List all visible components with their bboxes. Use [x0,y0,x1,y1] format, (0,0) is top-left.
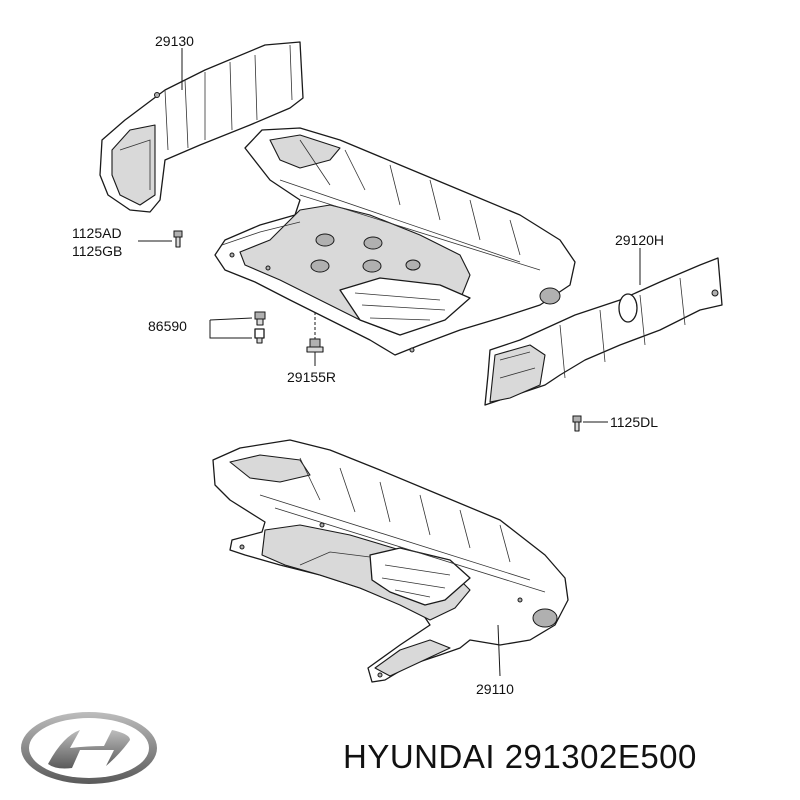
fastener-29155R [306,312,324,353]
brand-name: HYUNDAI [343,738,496,775]
label-29130: 29130 [155,33,194,49]
label-1125AD: 1125AD [72,225,122,241]
label-1125GB: 1125GB [72,243,122,259]
part-number: 291302E500 [504,738,697,775]
part-29110-undercover [212,439,569,683]
bolt-1125DL [572,415,582,432]
hyundai-logo-icon [21,712,157,784]
label-29120H: 29120H [615,232,664,248]
label-29110: 29110 [476,681,514,697]
part-29120H-cover [484,257,723,406]
brand-part-number: HYUNDAI 291302E500 [343,738,697,776]
part-29130-cover [99,41,304,213]
part-center-undercover [214,127,576,356]
label-86590: 86590 [148,318,187,334]
label-1125DL: 1125DL [610,414,658,430]
clip-86590 [254,311,266,344]
label-29155R: 29155R [287,369,336,385]
leader-29110 [497,624,501,677]
leader-86590 [209,317,253,339]
bolt-1125AD [173,230,183,248]
